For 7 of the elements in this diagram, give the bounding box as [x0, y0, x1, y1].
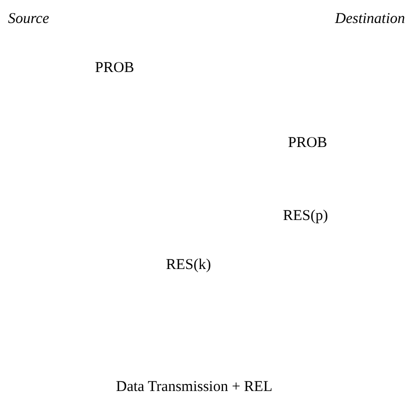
- message-label: PROB: [288, 134, 328, 152]
- message-label: PROB: [95, 59, 134, 77]
- message-label: RES(k): [166, 256, 211, 274]
- endpoint-label: Source: [8, 10, 50, 28]
- message-label: RES(p): [283, 207, 328, 225]
- endpoint-label: Destination: [335, 10, 405, 28]
- message-label: Data Transmission + REL: [116, 378, 272, 396]
